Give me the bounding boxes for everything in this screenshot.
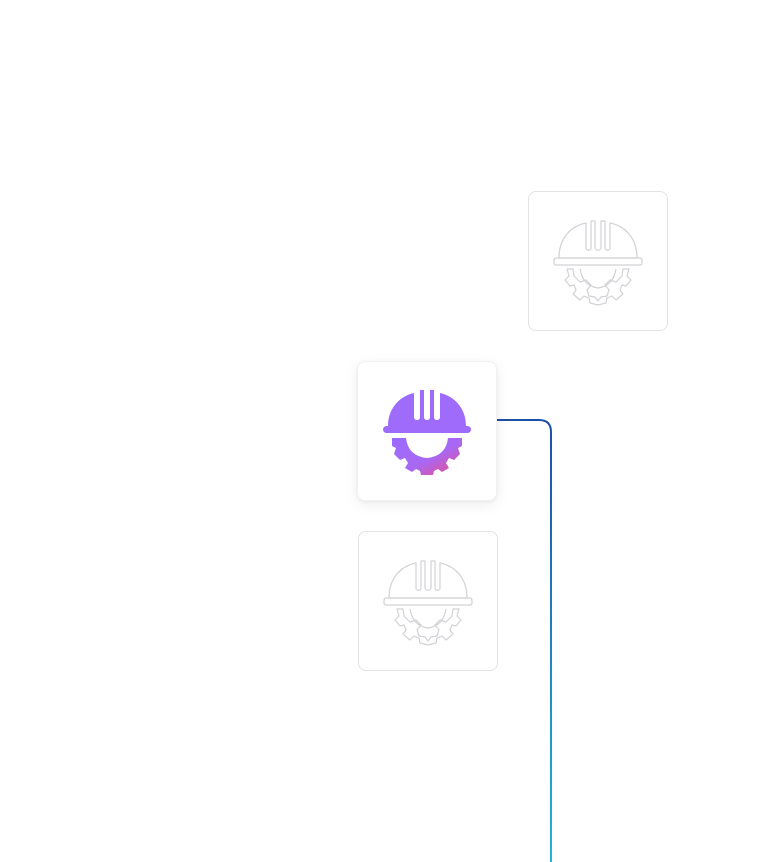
engineer-hardhat-gear-icon — [553, 220, 643, 306]
card-center-active[interactable] — [357, 361, 497, 501]
card-top-right[interactable] — [528, 191, 668, 331]
connector-line-right — [497, 419, 552, 862]
card-bottom[interactable] — [358, 531, 498, 671]
engineer-hardhat-gear-icon — [383, 390, 471, 475]
engineer-hardhat-gear-icon — [383, 560, 473, 646]
